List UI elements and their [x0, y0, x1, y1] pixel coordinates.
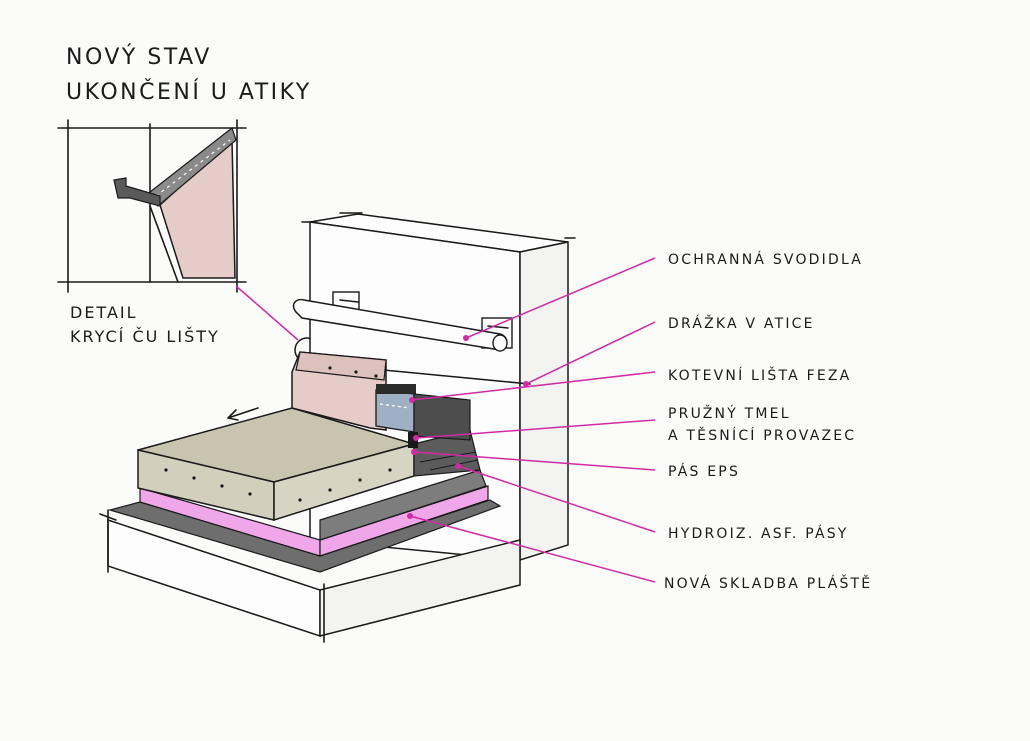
- parapet-seal: [413, 393, 471, 441]
- parapet-upstand: [291, 351, 387, 431]
- membrane-layer: [319, 469, 487, 541]
- callout-pas-eps: PÁS EPS: [668, 463, 740, 480]
- insulation-block: [137, 407, 417, 522]
- callout-pruzny-tmel-line-1: PRUŽNÝ TMEL: [668, 404, 791, 422]
- callout-drazka-v-atice: DRÁŽKA V ATICE: [668, 314, 815, 332]
- eps-layer: [139, 485, 489, 557]
- detail-label-line-1: DETAIL: [70, 303, 138, 322]
- title-line-1: NOVÝ STAV: [66, 44, 212, 70]
- callout-nova-skladba: NOVÁ SKLADBA PLÁŠTĚ: [664, 574, 872, 592]
- detail-inset: [57, 119, 247, 293]
- detail-label-line-2: KRYCÍ ČU LIŠTY: [70, 327, 220, 346]
- callout-pruzny-tmel-line-2: A TĚSNÍCÍ PROVAZEC: [668, 427, 856, 444]
- title-line-2: UKONČENÍ U ATIKY: [66, 79, 312, 105]
- callout-kotevni-lista: KOTEVNÍ LIŠTA FEZA: [668, 366, 851, 384]
- detail-leader: [235, 285, 299, 341]
- guard-rail: [292, 291, 513, 352]
- slope-arrow: [227, 407, 259, 421]
- anchor-flashing: [375, 384, 416, 433]
- leader-lines: [407, 257, 656, 583]
- base-slab: [99, 509, 521, 643]
- callout-ochranna-svodidla: OCHRANNÁ SVODIDLA: [668, 251, 863, 268]
- callout-hydroiz: HYDROIZ. ASF. PÁSY: [668, 525, 849, 542]
